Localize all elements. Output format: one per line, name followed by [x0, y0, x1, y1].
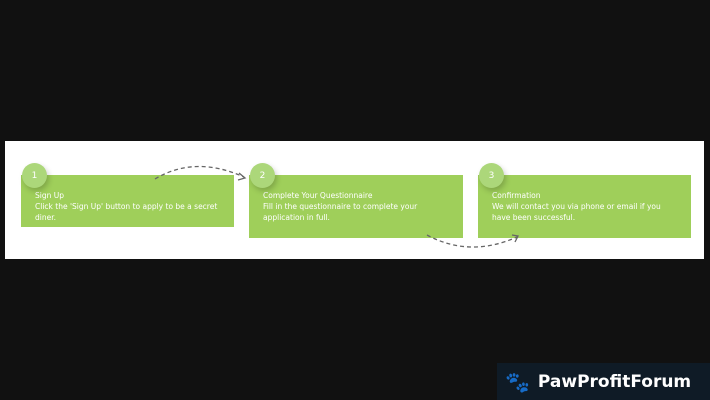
step-title: Sign Up — [35, 191, 64, 200]
step-number-3: 3 — [479, 163, 504, 188]
step-text: Click the 'Sign Up' button to apply to b… — [35, 202, 218, 222]
step-card-1: Sign Up Click the 'Sign Up' button to ap… — [21, 175, 234, 227]
arrow-1-2 — [154, 165, 245, 180]
step-title: Complete Your Questionnaire — [263, 191, 373, 200]
paw-icon: 🐾 — [505, 369, 530, 394]
arrow-2-3 — [426, 234, 518, 248]
step-number-1: 1 — [22, 163, 47, 188]
step-text: Fill in the questionnaire to complete yo… — [263, 202, 418, 222]
step-title: Confirmation — [492, 191, 541, 200]
watermark: 🐾 PawProfitForum — [497, 363, 710, 400]
step-number-2: 2 — [250, 163, 275, 188]
step-card-2: Complete Your Questionnaire Fill in the … — [249, 175, 463, 238]
step-card-3: Confirmation We will contact you via pho… — [478, 175, 691, 238]
step-text: We will contact you via phone or email i… — [492, 202, 661, 222]
watermark-label: PawProfitForum — [537, 371, 692, 392]
